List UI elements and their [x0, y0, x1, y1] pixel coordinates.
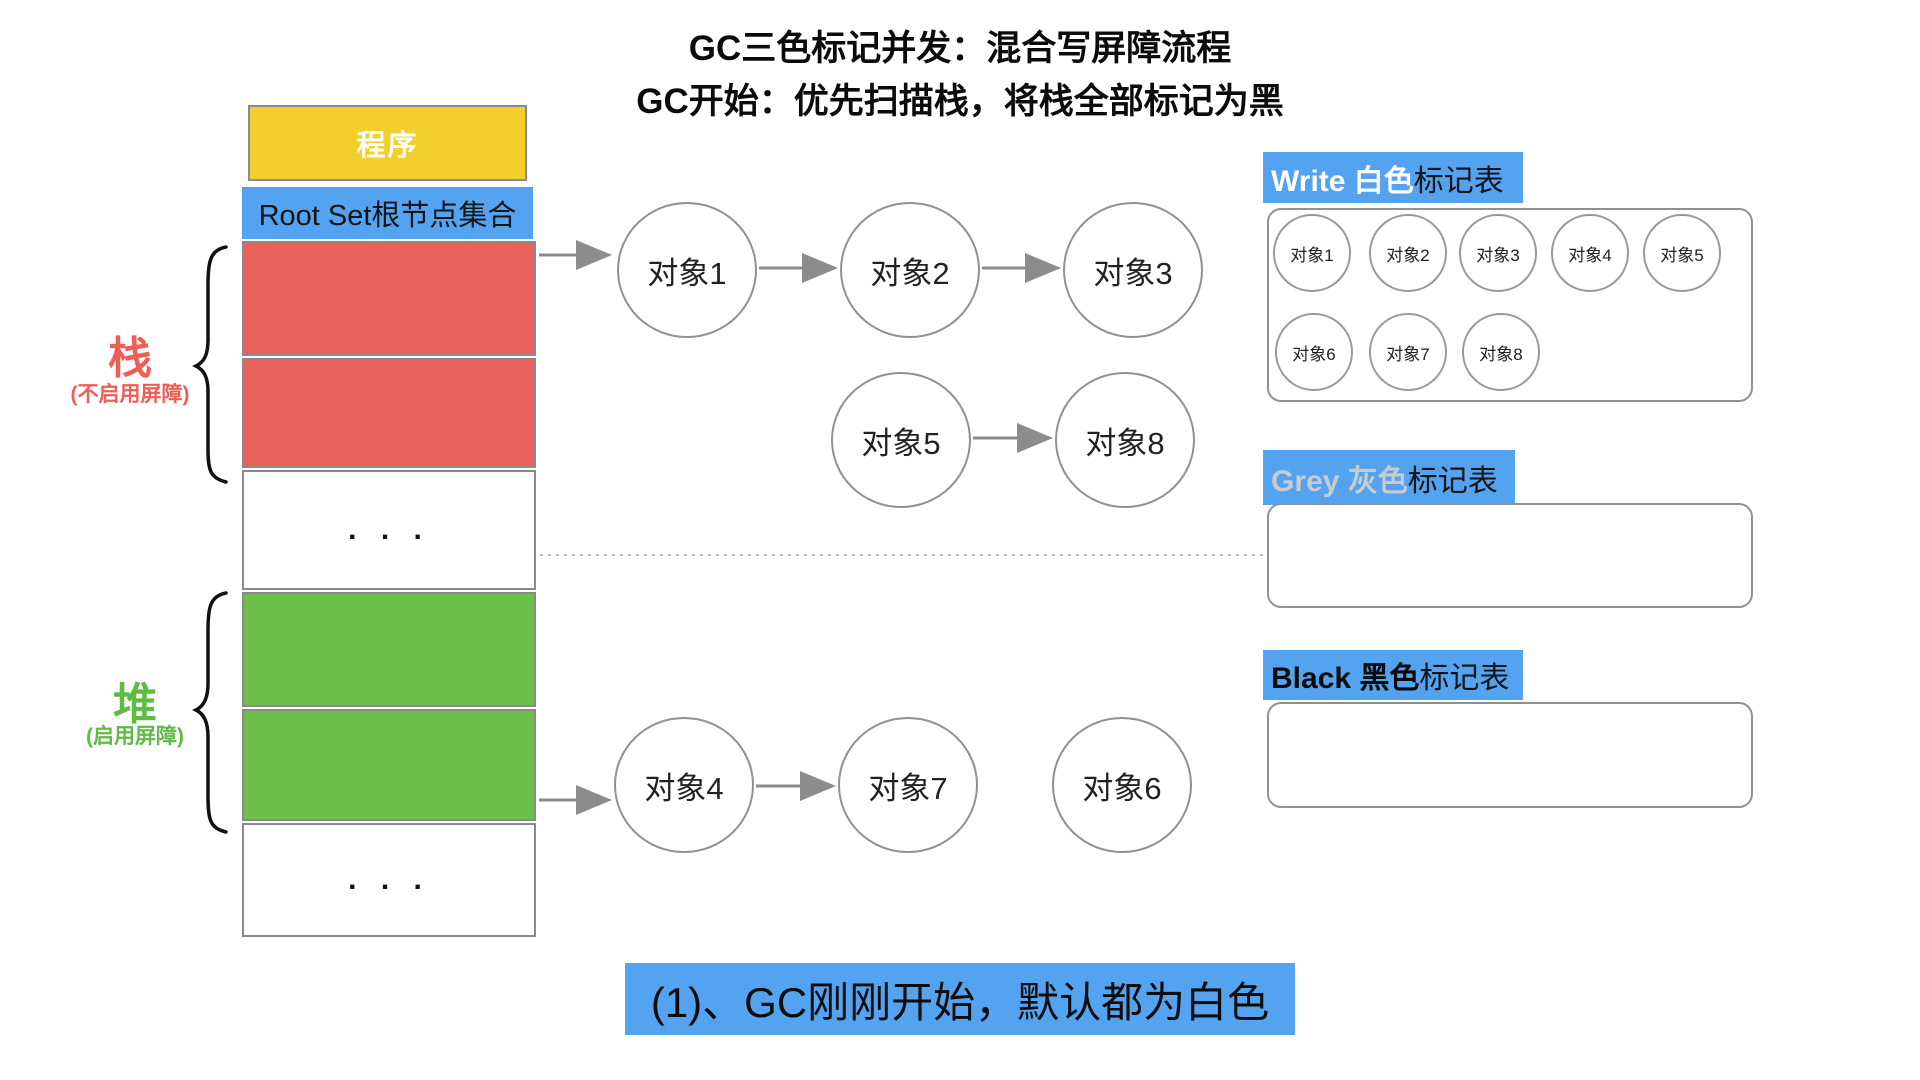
- heap-label: 堆: [113, 680, 157, 729]
- graph-node-obj1: 对象1: [617, 202, 757, 338]
- black-table-title-cn: 标记表: [1419, 662, 1510, 695]
- title-line-1: GC三色标记并发：混合写屏障流程: [688, 29, 1232, 68]
- page-title: GC三色标记并发：混合写屏障流程 GC开始：优先扫描栈，将栈全部标记为黑: [0, 22, 1920, 128]
- white-table-obj2: 对象2: [1369, 214, 1447, 292]
- white-table-obj5: 对象5: [1643, 214, 1721, 292]
- stack-slot-1: [242, 241, 536, 356]
- white-table-obj6: 对象6: [1275, 313, 1353, 391]
- white-table-obj3: 对象3: [1459, 214, 1537, 292]
- stack-label: 栈: [108, 334, 152, 383]
- graph-node-obj2: 对象2: [840, 202, 980, 338]
- graph-node-obj5: 对象5: [831, 372, 971, 508]
- white-table-obj7: 对象7: [1369, 313, 1447, 391]
- graph-node-obj8: 对象8: [1055, 372, 1195, 508]
- caption-banner: (1)、GC刚刚开始，默认都为白色: [625, 963, 1295, 1035]
- heap-brace: [192, 591, 228, 834]
- stack-brace: [192, 245, 228, 484]
- white-table-obj1: 对象1: [1273, 214, 1351, 292]
- stack-slot-2: [242, 358, 536, 468]
- title-line-2: GC开始：优先扫描栈，将栈全部标记为黑: [636, 82, 1284, 121]
- grey-table-box: [1267, 503, 1753, 608]
- white-table-obj4: 对象4: [1551, 214, 1629, 292]
- stack-note: (不启用屏障): [70, 383, 190, 406]
- heap-slot-2: [242, 709, 536, 821]
- white-table-title-en: Write 白色: [1271, 164, 1414, 198]
- graph-node-obj6: 对象6: [1052, 717, 1192, 853]
- grey-table-title-en: Grey 灰色: [1271, 464, 1408, 498]
- white-table-obj8: 对象8: [1462, 313, 1540, 391]
- graph-node-obj4: 对象4: [614, 717, 754, 853]
- heap-ellipsis-box: . . .: [242, 823, 536, 937]
- grey-table-header: Grey 灰色标记表: [1263, 450, 1515, 505]
- white-table-header: Write 白色标记表: [1263, 152, 1523, 203]
- black-table-title-en: Black 黑色: [1271, 662, 1420, 695]
- black-table-box: [1267, 702, 1753, 808]
- graph-node-obj7: 对象7: [838, 717, 978, 853]
- black-table-header: Black 黑色标记表: [1263, 650, 1523, 700]
- heap-slot-1: [242, 592, 536, 707]
- white-table-title-cn: 标记表: [1413, 164, 1504, 198]
- program-box: 程序: [248, 105, 527, 181]
- grey-table-title-cn: 标记表: [1407, 464, 1498, 498]
- graph-node-obj3: 对象3: [1063, 202, 1203, 338]
- root-set-box: Root Set根节点集合: [242, 187, 533, 239]
- heap-note: (启用屏障): [86, 725, 184, 748]
- stack-ellipsis-box: . . .: [242, 470, 536, 590]
